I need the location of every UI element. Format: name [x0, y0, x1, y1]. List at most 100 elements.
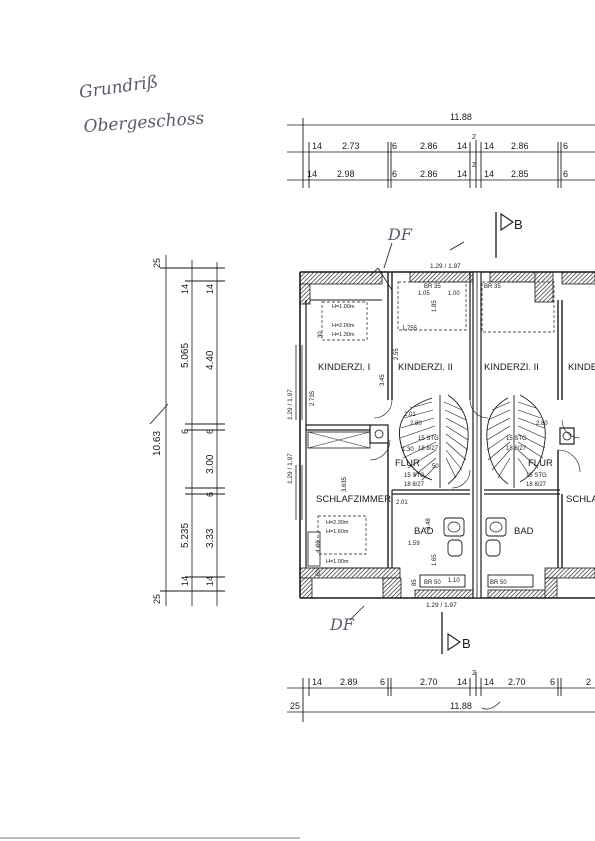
ann-345: 3.45	[380, 374, 386, 386]
df-arrow-bottom	[349, 605, 365, 621]
left-dim-c2-4: 6	[205, 492, 215, 497]
ann-win-top: 1.29 / 1.97	[430, 263, 461, 270]
room-schla-partial: SCHLA	[566, 494, 595, 505]
ann-280a: 2.80	[410, 421, 422, 427]
bottom-dim-r1-5: 2	[472, 670, 476, 677]
df-arrow-top	[383, 242, 393, 269]
bottom-dim-r1-2: 6	[380, 677, 385, 687]
top-dim-r2-7: 2.85	[511, 169, 529, 179]
ann-130: 1.30	[402, 447, 414, 453]
df-tick-top	[449, 241, 465, 251]
ann-159: 1.59	[408, 541, 420, 547]
top-dim-r1-7: 2.86	[511, 141, 529, 151]
room-schlafzimmer: SCHLAFZIMMER	[316, 494, 391, 505]
party-wall	[472, 271, 482, 599]
bottom-dim-r1-6: 14	[484, 677, 494, 687]
ann-105: 1.05	[418, 291, 430, 297]
ann-stg4b: 18 8/27	[526, 482, 547, 488]
ann-348: 3.48	[426, 518, 432, 530]
ann-stg4: 15 STG	[526, 473, 547, 479]
bottom-dim-r1-7: 2.70	[508, 677, 526, 687]
left-dimension-lines	[160, 255, 225, 606]
bottom-dim-r1-8: 6	[550, 677, 555, 687]
top-dim-r2-0: 14	[307, 169, 317, 179]
ann-stg1: 15 STG	[418, 436, 439, 442]
section-label-bottom: B	[462, 636, 471, 651]
internal-walls	[306, 272, 575, 568]
ann-hs3: H=1.00m	[326, 559, 349, 565]
top-dim-r2-3: 2.86	[420, 169, 438, 179]
handwritten-title-line1: Grundriß	[78, 72, 159, 103]
ann-165: 1.65	[432, 554, 438, 566]
bathroom-fixtures	[419, 517, 534, 588]
room-kinderzi-2-right: KINDERZI. II	[484, 362, 539, 373]
bottom-dim-r2-0: 25	[290, 701, 300, 711]
bottom-dim-r2-1: 11.88	[450, 701, 472, 711]
ann-hs2: H=1.60m	[326, 529, 349, 535]
ann-85: 85	[412, 579, 418, 586]
ann-stg1b: 18 8/27	[418, 446, 439, 452]
ann-hs1: H=2.30m	[326, 520, 349, 526]
top-dim-r2-6: 14	[484, 169, 494, 179]
door-swings	[369, 399, 581, 489]
top-dim-r2-4: 14	[457, 169, 467, 179]
ann-win-left2: 1.29 / 1.97	[287, 453, 294, 484]
ann-stg2: 15 STG	[506, 436, 527, 442]
ann-1755: 1.755	[402, 326, 418, 332]
left-dim-c2-1: 4.40	[205, 350, 216, 370]
ann-100: 1.00	[448, 291, 460, 297]
top-dim-r1-8: 6	[563, 141, 568, 151]
bottom-dim-r1-4: 14	[457, 677, 467, 687]
top-dim-r2-2: 6	[392, 169, 397, 179]
ann-stg3: 15 STG	[404, 473, 425, 479]
ann-3635: 3.635	[342, 476, 348, 492]
ann-201a: 2.01	[404, 412, 416, 418]
top-dim-r2-1: 2.98	[337, 169, 355, 179]
room-kinderzi-2: KINDERZI. II	[398, 362, 453, 373]
left-dim-c2-3: 3.00	[205, 454, 216, 474]
left-dim-c2-5: 3.33	[205, 528, 216, 548]
room-flur-left: FLUR	[395, 458, 420, 469]
left-dim-c2-6: 14	[205, 576, 215, 586]
bottom-dimension-lines	[287, 672, 595, 722]
ann-50: 50	[432, 464, 439, 470]
ann-ha: H=1.00m	[332, 304, 355, 310]
ann-30: 30	[318, 331, 324, 338]
left-dim-c1-6: 25	[152, 594, 162, 604]
top-dim-r1-3: 2.86	[420, 141, 438, 151]
ann-win-left1: 1.29 / 1.97	[287, 389, 294, 420]
ann-201b: 2.01	[396, 500, 408, 506]
top-dim-r1-1: 2.73	[342, 141, 360, 151]
left-dim-c2-2: 6	[205, 429, 215, 434]
ann-br35-b: BR 35	[484, 284, 501, 290]
bottom-dim-r1-1: 2.89	[340, 677, 358, 687]
bottom-dim-r1-3: 2.70	[420, 677, 438, 687]
bottom-dim-r1-9: 2	[586, 677, 591, 687]
top-dim-r1-6: 14	[484, 141, 494, 151]
df-label-top: DF	[387, 225, 413, 244]
staircase-left	[398, 394, 469, 488]
top-dim-r1-0: 14	[312, 141, 322, 151]
left-dim-total: 10.63	[152, 431, 163, 456]
ann-br50-a: BR 50	[424, 580, 441, 586]
top-dim-r2-8: 6	[563, 169, 568, 179]
left-dim-c1-0: 25	[152, 258, 162, 268]
room-bad-left: BAD	[414, 526, 434, 537]
bottom-dim-r1-0: 14	[312, 677, 322, 687]
section-label-top: B	[514, 217, 523, 232]
top-dim-r1-4: 14	[457, 141, 467, 151]
top-dim-r2-5: 2	[472, 162, 476, 169]
top-dim-total: 11.88	[450, 112, 472, 122]
left-dim-c1-1: 14	[180, 284, 190, 294]
room-kinderzi-1: KINDERZI. I	[318, 362, 370, 373]
top-dimension-lines	[287, 118, 595, 188]
section-marker-bottom	[441, 612, 461, 654]
ann-2735: 2.735	[310, 390, 316, 406]
ann-stg2b: 18 8/27	[506, 446, 527, 452]
staircase-right	[486, 394, 546, 488]
left-dim-c2-0: 14	[205, 284, 215, 294]
handwritten-title-line2: Obergeschoss	[83, 109, 205, 137]
left-dim-c1-4: 5.235	[180, 523, 191, 548]
left-dim-c1-2: 5.065	[180, 343, 191, 368]
top-dim-r1-2: 6	[392, 141, 397, 151]
